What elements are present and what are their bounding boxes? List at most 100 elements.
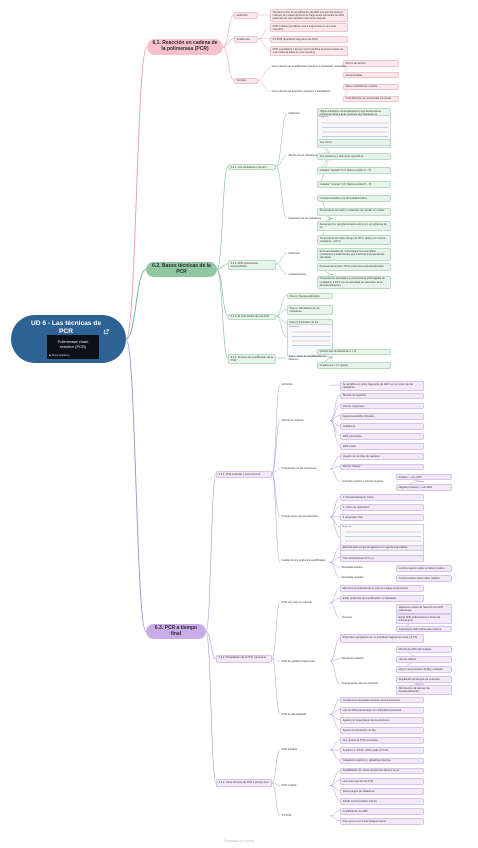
topic-amplicon-1-pcr-adn-molde-2-pcr[interactable]: Amplicón 1º PCR = ADN molde 2ª PCR (340, 747, 424, 755)
topic-pcr-multiple[interactable]: PCR múltiple (281, 783, 297, 787)
subtopic-6-2-1-los-cebadores-o-primers[interactable]: 6.2.1. Los cebadores o primers (228, 163, 276, 171)
topic-dos-rondas-de-pcr-sucesivas[interactable]: Dos rondas de PCR sucesivas (340, 737, 424, 744)
topic-disminucion-de-tiempos-de-desnaturalizac[interactable]: Disminución de tiempos de desnaturalizac… (396, 685, 452, 695)
topic-ajustar-concentracion-de-mg[interactable]: Ajustar concentración de Mg (340, 727, 424, 734)
topic-enzimas-aisladas-de-microorganismos-term[interactable]: Enzimas aisladas de microorganismos term… (317, 247, 391, 261)
topic-requisitos-de-los-cebadores[interactable]: Requisitos de los cebadores (288, 216, 322, 220)
topic-preparacion-de-las-reacciones[interactable]: Preparación de las reacciones (281, 466, 317, 470)
topic-mezcla-master[interactable]: Mezcla "Master" (340, 463, 424, 471)
topic-1-desnaturalizacion-inicial[interactable]: 1. Desnaturalización inicial (340, 494, 424, 501)
topic-uso-de-adn-polimerasas-con-actividad-cor[interactable]: Uso de ADN polimerasas con actividad cor… (340, 706, 424, 714)
topic-resultado-positivo[interactable]: Resultado positivo (341, 565, 363, 569)
topic-electroforesis-en-gel-de-agarosa-con-age[interactable]: Electroforesis en gel de agarosa con age… (340, 544, 424, 552)
topic-ajustar-por-dependiente-de-los-dominios[interactable]: Ajustar por dependiente de los dominios (340, 717, 424, 724)
topic-mayor-concentracion-de-mg-y-cebador[interactable]: Mayor concentración de Mg y cebador (396, 666, 452, 674)
branch-b61[interactable]: 6.1. Reacción en cadena de la polimerasa… (147, 39, 223, 55)
topic-temperatura-de-fusion-rango-de-55-c-debe[interactable]: Temperatura de fusión (rango de 55ºC; de… (317, 235, 391, 246)
root-topic[interactable]: UD 6 - Las técnicas de PCR Polimerase ch… (11, 315, 126, 363)
diagram-thumbnail[interactable]: Diagrama (317, 114, 391, 148)
topic-paso-1-desnaturalizacion[interactable]: Paso 1: Desnaturalización (287, 292, 333, 300)
topic-temperatura-de-fusion-y-contenido-gc-sim[interactable]: Temperatura de fusión y contenido GC sim… (317, 207, 391, 216)
subtopic-6-2-3-el-ciclo-basico-de-una-pcr[interactable]: 6.2.3. El ciclo básico de una PCR (228, 313, 276, 321)
topic-procesamiento-tipo-70-c-reacciona-sustra[interactable]: Procesamiento (tipo 70ºC) (reacciona sus… (317, 263, 391, 272)
topic-programacion-del-termociclador[interactable]: Programación del termociclador (281, 515, 319, 519)
topic-minimizar-la-actividad-de-la-enzima-a-ba[interactable]: Minimizar la actividad de la enzima a ba… (340, 585, 424, 592)
topic-tecnicas[interactable]: Técnicas (341, 616, 352, 620)
topic-3-extension-final[interactable]: 3. Extensión final (340, 514, 424, 521)
topic-automatizable[interactable]: Automatizable (343, 71, 399, 79)
topic-adiciones-retraso-de-reaccion-sin-adn-po[interactable]: Adiciones retraso de reacción sin ADN po… (396, 603, 452, 614)
topic-mezcla-de-adn-polimerasas[interactable]: Mezcla de ADN polimerasas (396, 646, 452, 653)
topic-paso-previo-con-transcriptasa-inversa[interactable]: Paso previo con transcriptasa inversa (340, 818, 424, 826)
topic-negativo-blanco-sin-adn[interactable]: Negativo (blanco): + sin ADN (396, 483, 452, 491)
topic-secuencia-no-complementarios-entre-si-o-[interactable]: Secuencia (no complementarios entre sí o… (317, 221, 391, 232)
topic-mezcla-de-reaccion[interactable]: Mezcla de reacción (281, 418, 304, 422)
topic-uso-de-aditivos[interactable]: Uso de aditivos (396, 656, 452, 663)
topic-cebadores[interactable]: Cebadores (340, 423, 424, 430)
topic-programacion-del-termociclador[interactable]: Programación del termociclador (341, 682, 379, 686)
topic-una-sola-reaccion-de-pcr[interactable]: Una sola reacción de PCR (340, 777, 424, 785)
topic-cloruro-magnesico[interactable]: Cloruro magnésico (340, 402, 424, 410)
topic-ampliacion-de-tiempos-de-extension[interactable]: Ampliación de tiempos de extensión (396, 676, 452, 684)
topic-son-sinteticos-y-altamente-especificos[interactable]: Son sintéticos y altamente específicos (317, 153, 391, 160)
topic-desoxinucleotidos-trifosfato[interactable]: Desoxinucleótidos trifosfato (340, 412, 424, 420)
topic-control-negativo-debe-no-haber-positivo[interactable]: Control negativo debe no haber positivo (396, 564, 452, 572)
topic-son-cortos[interactable]: Son cortos (317, 139, 391, 146)
topic-cuantificacion-de-secuencias-concretas[interactable]: Cuantificación de secuencias concretas (343, 95, 399, 103)
topic-amplificacion-de-varias-secuencias-diana[interactable]: Amplificación de varias secuencias diana… (340, 767, 424, 775)
subtopic-6-2-4-proceso-de-amplificacion-de-la-pcr[interactable]: 6.2.4. Proceso de amplificación de la PC… (228, 353, 276, 364)
topic-presentan-su-actividad-a-su-temperatura-[interactable]: Presentan su actividad a su temperatura … (317, 275, 391, 289)
topic-definicion[interactable]: Definición (288, 251, 300, 255)
topic-resultado-negativo[interactable]: Resultado negativo (341, 575, 364, 579)
subtopic-6-3-3-otras-tecnicas-de-pcr-a-tiempo-fin[interactable]: 6.3.3. Otras técnicas de PCR a tiempo fi… (216, 778, 272, 787)
subtopic-6-3-1-pcr-estandar-o-convencional[interactable]: 6.3.1. PCR estándar o convencional (216, 471, 272, 478)
topic-mayor-cantidad-de-muestra[interactable]: Mayor cantidad de muestra (343, 83, 399, 91)
topic-tampon-de-reaccion[interactable]: Tampón de reacción (340, 392, 424, 400)
topic-2-ciclos-de-replicacion[interactable]: 2. Ciclos de replicación (340, 504, 424, 511)
topic-anticuerpos-adn-polimerasa-inactiva[interactable]: Anticuerpos ADN polimerasa inactiva (396, 625, 452, 633)
topic-definicion[interactable]: Definición (281, 383, 293, 387)
subtopic-6-2-2-adn-polimerasas-termoestables[interactable]: 6.2.2. ADN polimerasas termoestables (228, 259, 276, 270)
topic-se-amplifica-un-unico-fragmento-de-adn-c[interactable]: Se amplifica un único fragmento de ADN c… (340, 380, 424, 391)
topic-complementarios-no-del-cebador-hebra[interactable]: Complementarios (no) del cebador/hebra (317, 195, 391, 202)
topic-rt-pcr-amplificar-fragmento-de-arn[interactable]: RT-PCR (amplificar fragmento de ARN) (270, 36, 348, 43)
topic-controles-positivo-y-control-negativo[interactable]: Controles positivo y control negativo (341, 479, 384, 483)
topic-protocolos-ampliacion-de-un-amplificar-f[interactable]: Protocolos (ampliación de un amplificar … (340, 634, 424, 643)
topic-cuando-de-mezclas-de-reaccion[interactable]: Cuando de mezclas de reacción (340, 453, 424, 461)
topic-adn-polimerasa[interactable]: ADN polimerasa (340, 433, 424, 440)
branch-b62[interactable]: 6.2. Bases técnicas de la PCR (146, 262, 217, 278)
topic-caracteristicas[interactable]: Características (288, 272, 306, 276)
topic-como-tecnica-de-deteccion-requiere-a-can[interactable]: Como técnica de detección (requiere a ca… (271, 90, 331, 94)
topic-control-positivo-debe-haber-positivo[interactable]: Control positivo debe haber positivo (396, 575, 452, 582)
topic-analisis-de-los-productos-amplificados[interactable]: Análisis de los productos amplificados (281, 559, 326, 563)
topic-pcr-cuantitativa-o-tiempo-real-cuantific[interactable]: PCR cuantitativa o tiempo real (cuantifi… (270, 46, 348, 57)
external-link-icon[interactable] (103, 322, 109, 335)
branch-b63[interactable]: 6.3. PCR a tiempo final (146, 624, 206, 640)
topic-como-tecnica-de-amplificacion-requiere-a[interactable]: Como técnica de amplificación (requiere … (271, 65, 347, 69)
topic-evitar-adn-polimerasa-en-forma-de-anticu[interactable]: Evitar ADN polimerasa (en forma de antic… (396, 614, 452, 624)
topic-tras-electroforesis-uv[interactable]: Tras electroforesis (UV) (+) (340, 554, 424, 562)
topic-diseno-de-los-cebadores[interactable]: Diseño de los cebadores (288, 154, 318, 158)
topic-pcr-multiple-amplificar-varios-fragmento[interactable]: PCR múltiple (amplificar varios fragment… (270, 22, 348, 33)
topic-adn-molde[interactable]: ADN molde (340, 443, 424, 451)
topic-pcr-de-alta-fidelidad[interactable]: PCR de alta fidelidad (281, 712, 306, 716)
subtopic-amplicones[interactable]: Amplicones (234, 36, 258, 43)
topic-positivo-con-adn[interactable]: Positivo: + con ADN (396, 473, 452, 481)
video-thumbnail[interactable]: Polimerase chain reaction (PCR) ◆ Shaw A… (47, 335, 99, 359)
topic-cebadores-externos-y-cebadores-internos[interactable]: Cebadores externos y cebadores internos (340, 757, 424, 765)
topic-evitar-productos-de-amplificacion-no-des[interactable]: Evitar productos de amplificación no des… (340, 595, 424, 603)
topic-pcr-con-inicio-en-caliente[interactable]: PCR con inicio en caliente (281, 601, 312, 605)
topic-rt-pcr[interactable]: RT-PCR (281, 814, 292, 818)
topic-anadir-control-positivo-interno[interactable]: Añadir control positivo interno (340, 798, 424, 805)
topic-amplificacion-de-arn[interactable]: Amplificación de ARN (340, 808, 424, 815)
topic-pcr-de-grandes-fragmentos[interactable]: PCR de grandes fragmentos (281, 659, 315, 663)
topic-amplicones-2-n-genes[interactable]: Amplicones = 2^n genes (317, 362, 391, 370)
topic-cebador-reverse-3-5-hebra-sentido-5-3[interactable]: Cebador "reverse" 3'-5' (hebra sentido 5… (317, 181, 391, 188)
topic-mezcla-de-reaccion[interactable]: Mezcla de reacción (341, 656, 364, 660)
subtopic-definicion[interactable]: Definición (234, 12, 258, 20)
subtopic-6-3-2-modalidades-de-la-pcr-variantes[interactable]: 6.3.2. Modalidades de la PCR (variantes) (216, 654, 272, 663)
topic-cebador-forward-5-3-hebra-sentido-3-5[interactable]: Cebador "forward" 5'-3' (hebra sentido 3… (317, 167, 391, 174)
topic-condiciones-especiales-errores-minimos-c[interactable]: Condiciones especiales (errores mínimos/… (340, 696, 424, 704)
topic-ahorro-de-tiempo[interactable]: Ahorro de tiempo (343, 59, 399, 67)
topic-paso-2-hibridacion-de-los-cebadores[interactable]: Paso 2: Hibridación de los cebadores (287, 305, 333, 315)
